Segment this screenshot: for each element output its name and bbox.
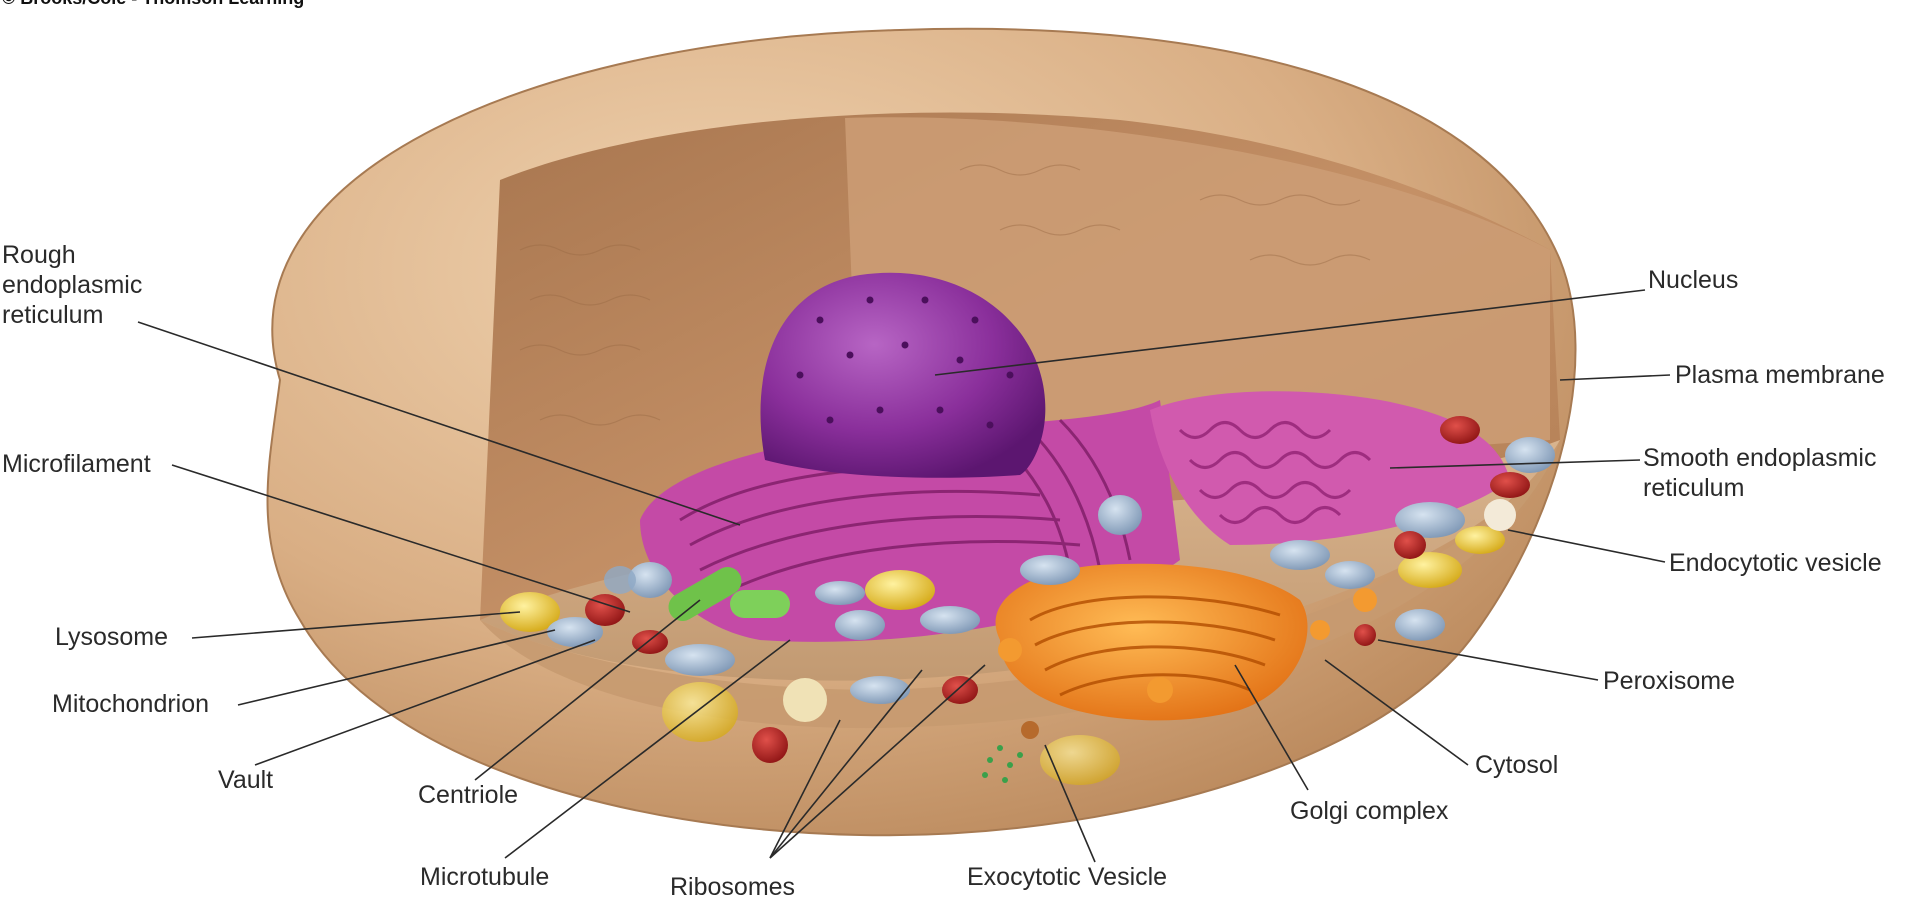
line-plasma-membrane (1560, 375, 1670, 380)
label-vault: Vault (218, 765, 273, 795)
label-cytosol: Cytosol (1475, 750, 1558, 780)
label-golgi-complex: Golgi complex (1290, 796, 1448, 826)
label-peroxisome: Peroxisome (1603, 666, 1735, 696)
label-microtubule: Microtubule (420, 862, 549, 892)
label-nucleus: Nucleus (1648, 265, 1738, 295)
copyright-credit: © Brooks/Cole - Thomson Learning (2, 0, 304, 9)
label-mitochondrion: Mitochondrion (52, 689, 209, 719)
line-endocytotic-vesicle (1508, 530, 1665, 562)
label-smooth-er-line2: reticulum (1643, 473, 1744, 503)
label-microfilament: Microfilament (2, 449, 151, 479)
label-rough-er-line3: reticulum (2, 300, 103, 330)
label-ribosomes: Ribosomes (670, 872, 795, 902)
label-rough-er-line2: endoplasmic (2, 270, 142, 300)
label-lysosome: Lysosome (55, 622, 168, 652)
label-exocytotic-vesicle: Exocytotic Vesicle (967, 862, 1167, 892)
label-endocytotic-vesicle: Endocytotic vesicle (1669, 548, 1882, 578)
label-plasma-membrane: Plasma membrane (1675, 360, 1885, 390)
label-centriole: Centriole (418, 780, 518, 810)
label-rough-er-line1: Rough (2, 240, 76, 270)
label-smooth-er-line1: Smooth endoplasmic (1643, 443, 1876, 473)
